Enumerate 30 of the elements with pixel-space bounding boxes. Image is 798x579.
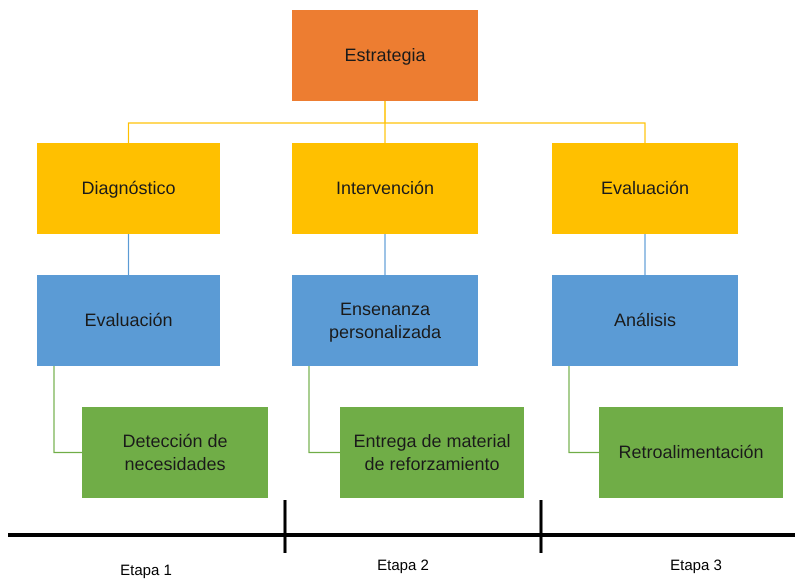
box-label: Intervención <box>334 177 436 200</box>
result-box <box>340 407 524 498</box>
box-label: Análisis <box>612 309 678 332</box>
box-label: Evaluación <box>83 309 174 332</box>
strategy-box <box>292 10 478 101</box>
phase-box <box>37 143 220 234</box>
activity-box <box>552 275 738 366</box>
connector-line <box>568 366 599 454</box>
phase-box <box>552 143 738 234</box>
box-label: Estrategia <box>343 44 427 67</box>
result-box <box>82 407 268 498</box>
connector-line <box>384 234 386 275</box>
box-label: Detección de necesidades <box>121 430 229 476</box>
box-label: Retroalimentación <box>617 441 765 464</box>
connector-line <box>308 366 340 454</box>
stage-label: Etapa 2 <box>377 557 429 575</box>
activity-box <box>37 275 220 366</box>
connector-line <box>644 234 646 275</box>
box-label: Diagnóstico <box>80 177 177 200</box>
stage-label: Etapa 1 <box>120 562 172 579</box>
phase-box <box>292 143 478 234</box>
box-label: Ensenanza personalizada <box>328 298 442 344</box>
box-label: Entrega de material de reforzamiento <box>352 430 512 476</box>
connector-line <box>128 234 130 275</box>
stage-label: Etapa 3 <box>670 557 722 575</box>
activity-box <box>292 275 478 366</box>
result-box <box>599 407 783 498</box>
connector-line <box>53 366 82 454</box>
box-label: Evaluación <box>600 177 690 200</box>
connector-line <box>384 101 646 143</box>
